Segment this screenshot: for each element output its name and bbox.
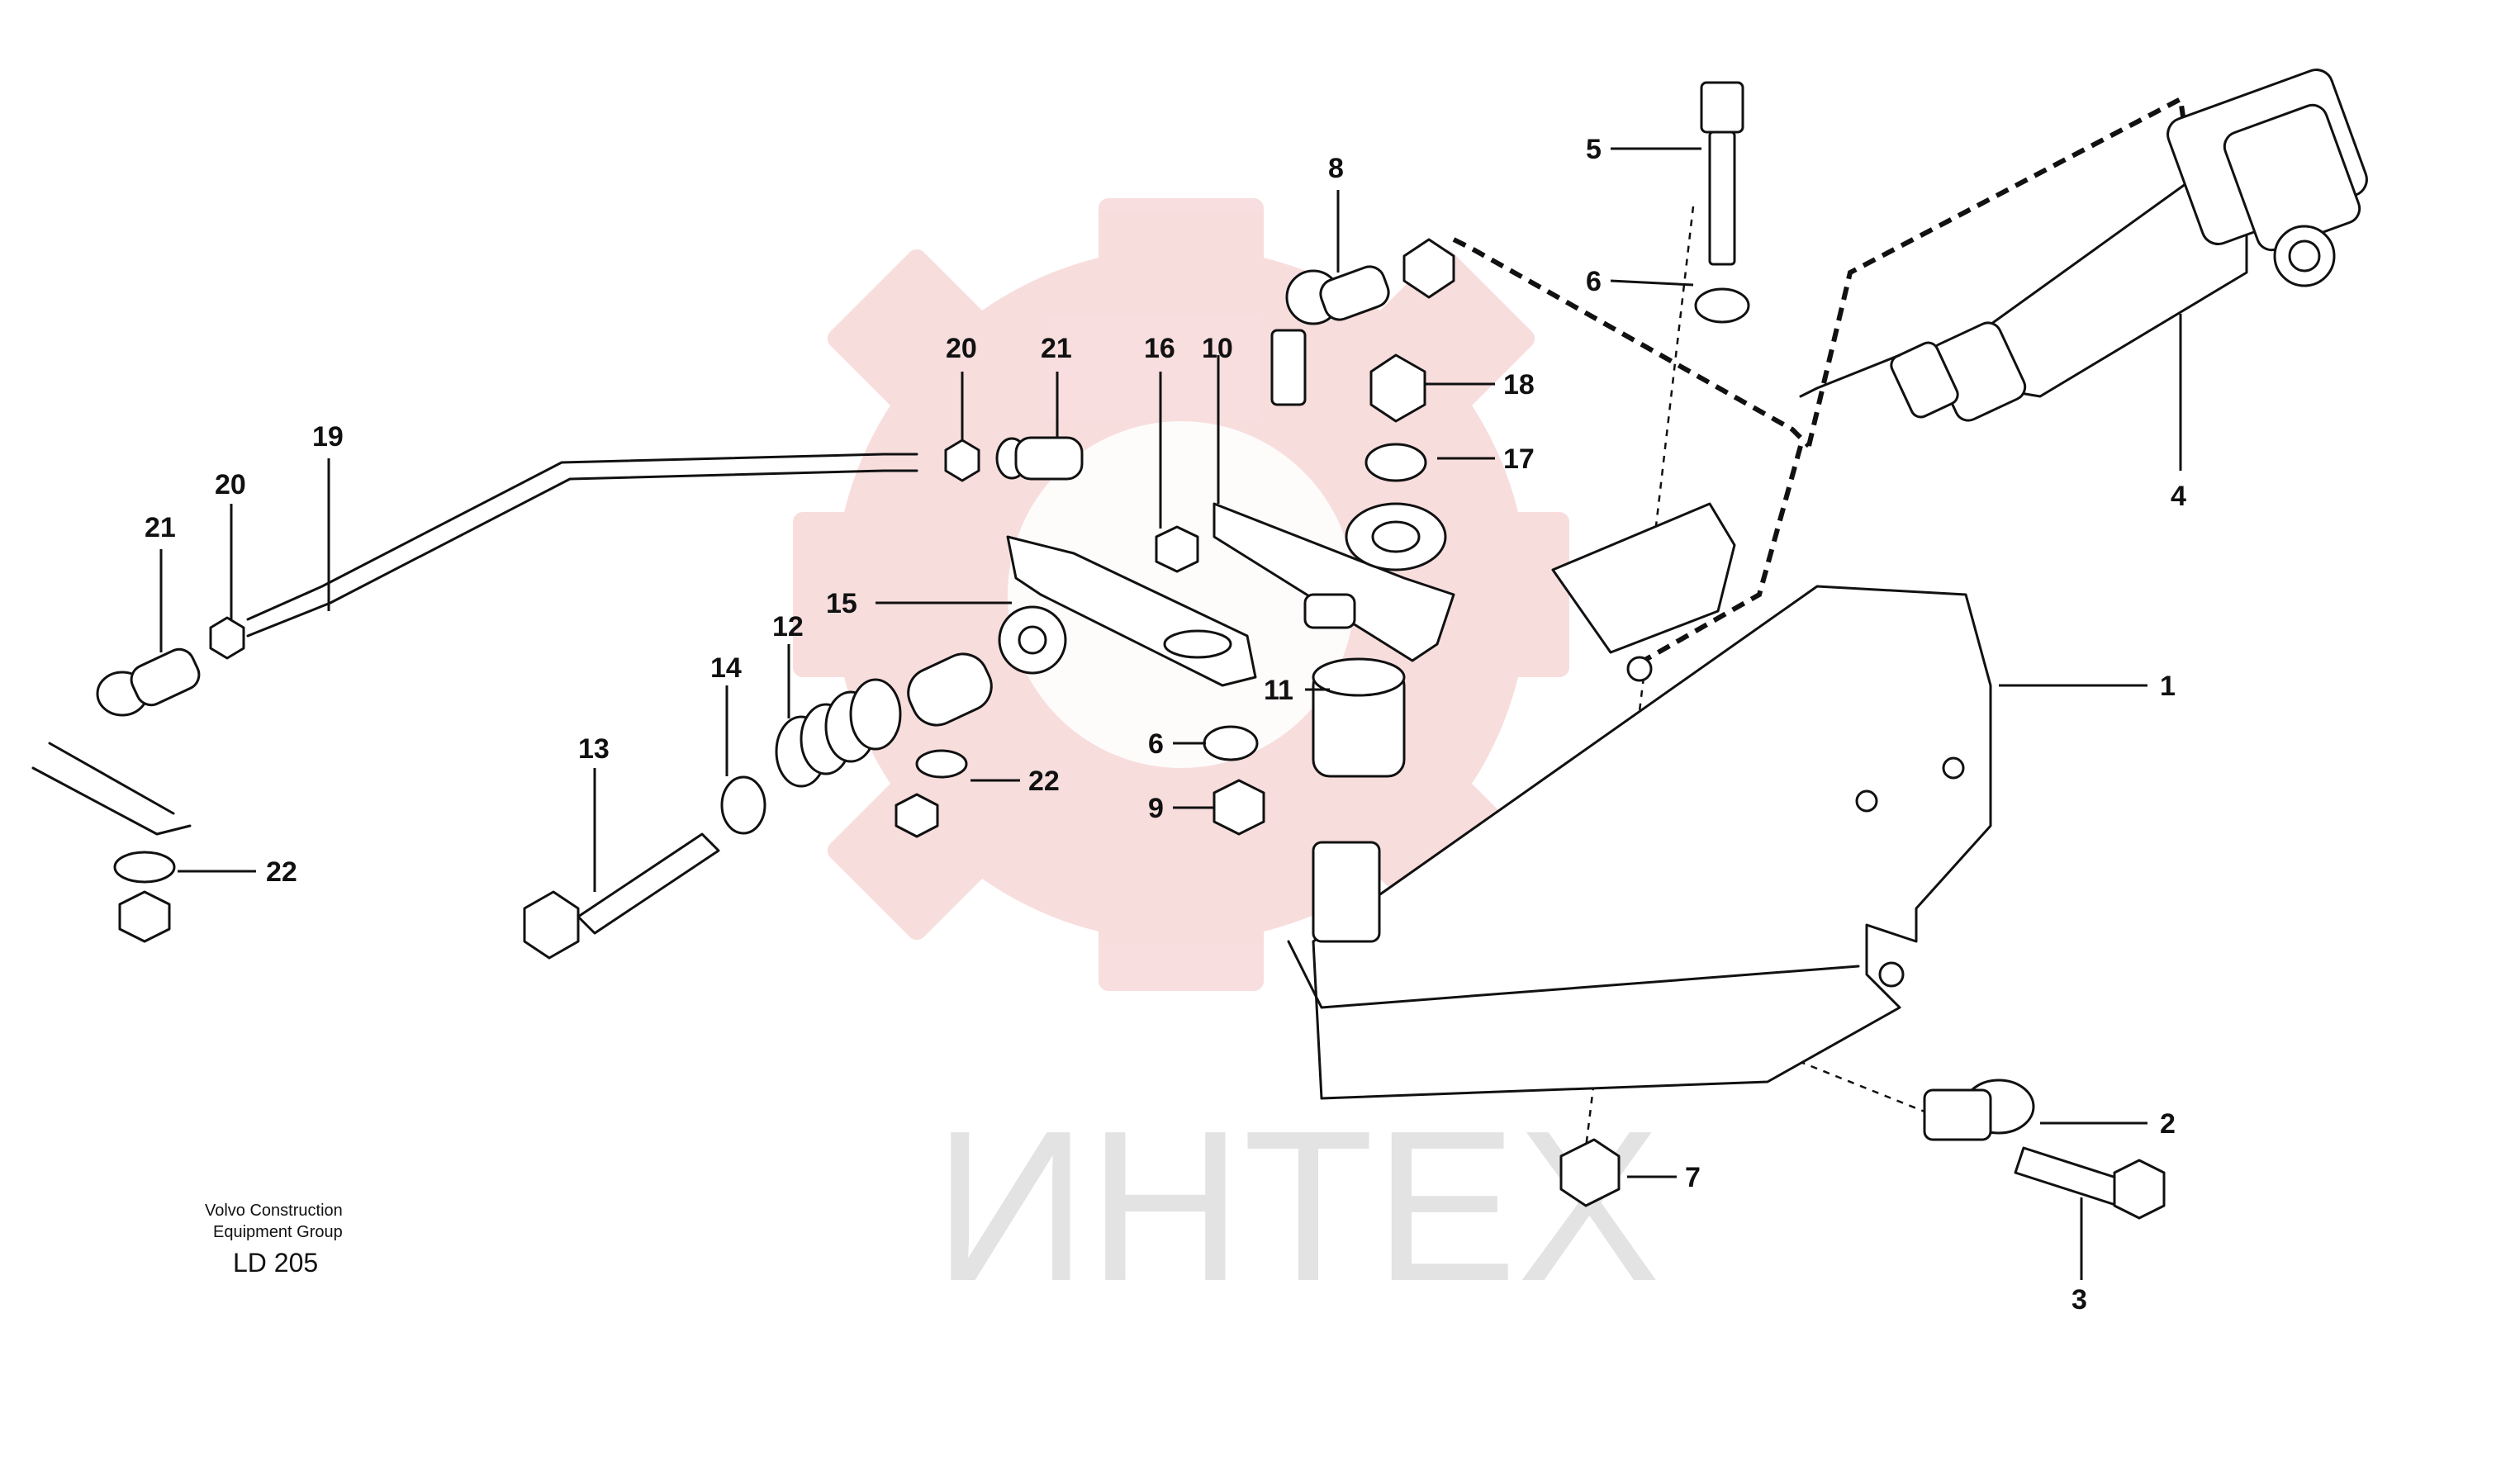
callout-20-left: 20 xyxy=(215,469,246,500)
bolt-part-13 xyxy=(523,832,720,960)
callout-12: 12 xyxy=(772,611,804,642)
valve-cylinder-part-4 xyxy=(1799,69,2368,422)
callout-9: 9 xyxy=(1148,793,1164,824)
callout-7: 7 xyxy=(1685,1162,1701,1193)
clamp-part-2 xyxy=(1923,1079,2035,1141)
washer-nut-part-22-right xyxy=(895,749,968,838)
footer-company-line2: Equipment Group xyxy=(213,1223,343,1241)
washer-part-6-lower xyxy=(1203,725,1259,761)
nut-part-18 xyxy=(1369,353,1426,423)
bushing-part-11 xyxy=(1312,657,1406,943)
footer-label: Volvo Construction Equipment Group LD 20… xyxy=(205,1202,343,1278)
footer-drawing-code: LD 205 xyxy=(233,1248,318,1278)
nut-part-9 xyxy=(1213,779,1265,836)
rod-part-19 xyxy=(246,453,918,638)
callout-11: 11 xyxy=(1264,675,1293,706)
callout-22-right: 22 xyxy=(1028,766,1060,797)
leader-lines xyxy=(159,147,2182,1280)
callout-21-left: 21 xyxy=(145,512,176,543)
washer-part-17 xyxy=(1364,443,1427,482)
socket-part-21-left xyxy=(96,647,201,717)
callout-13: 13 xyxy=(578,733,610,765)
lever-plate-part-10 xyxy=(1213,502,1455,662)
callout-15: 15 xyxy=(826,588,857,619)
arm-end-left xyxy=(31,766,192,836)
callout-1: 1 xyxy=(2160,671,2176,702)
washer-nut-part-22-left xyxy=(113,851,176,943)
bracket-part-1 xyxy=(1287,502,1992,1100)
callout-20-right: 20 xyxy=(946,333,977,364)
bolt-part-3 xyxy=(2014,1146,2166,1220)
bolt-part-5 xyxy=(1700,81,1744,266)
callout-4: 4 xyxy=(2171,481,2186,512)
nut-part-20-left xyxy=(209,616,245,660)
spring-part-12 xyxy=(775,652,993,788)
nut-part-7 xyxy=(1559,1138,1621,1207)
ball-joint-part-8 xyxy=(1270,238,1455,406)
callout-labels: 1 2 3 4 5 6 6 7 8 9 10 11 12 13 14 15 16… xyxy=(145,134,2186,1316)
socket-part-21-right xyxy=(995,436,1084,481)
callout-21-right: 21 xyxy=(1041,333,1072,364)
washer-part-14 xyxy=(720,775,766,835)
nut-part-16 xyxy=(1155,525,1199,573)
callout-22-left: 22 xyxy=(266,856,297,888)
callout-19: 19 xyxy=(312,421,344,453)
lever-part-15 xyxy=(998,535,1257,687)
callout-14: 14 xyxy=(710,652,742,684)
arm-end-left-inner xyxy=(48,742,175,815)
callout-17: 17 xyxy=(1503,443,1535,475)
callout-2: 2 xyxy=(2160,1108,2176,1140)
callout-10: 10 xyxy=(1202,333,1233,364)
callout-6-lower: 6 xyxy=(1148,728,1164,760)
callout-3: 3 xyxy=(2072,1284,2087,1316)
watermark-text: ИНТЕХ xyxy=(933,1087,1660,1326)
callout-6-upper: 6 xyxy=(1586,266,1602,297)
footer-company-line1: Volvo Construction xyxy=(205,1202,343,1220)
callout-8: 8 xyxy=(1328,153,1344,184)
nut-part-20-right xyxy=(944,439,980,482)
callout-18: 18 xyxy=(1503,369,1535,401)
callout-16: 16 xyxy=(1144,333,1175,364)
washer-part-6-upper xyxy=(1694,287,1750,324)
callout-5: 5 xyxy=(1586,134,1602,165)
